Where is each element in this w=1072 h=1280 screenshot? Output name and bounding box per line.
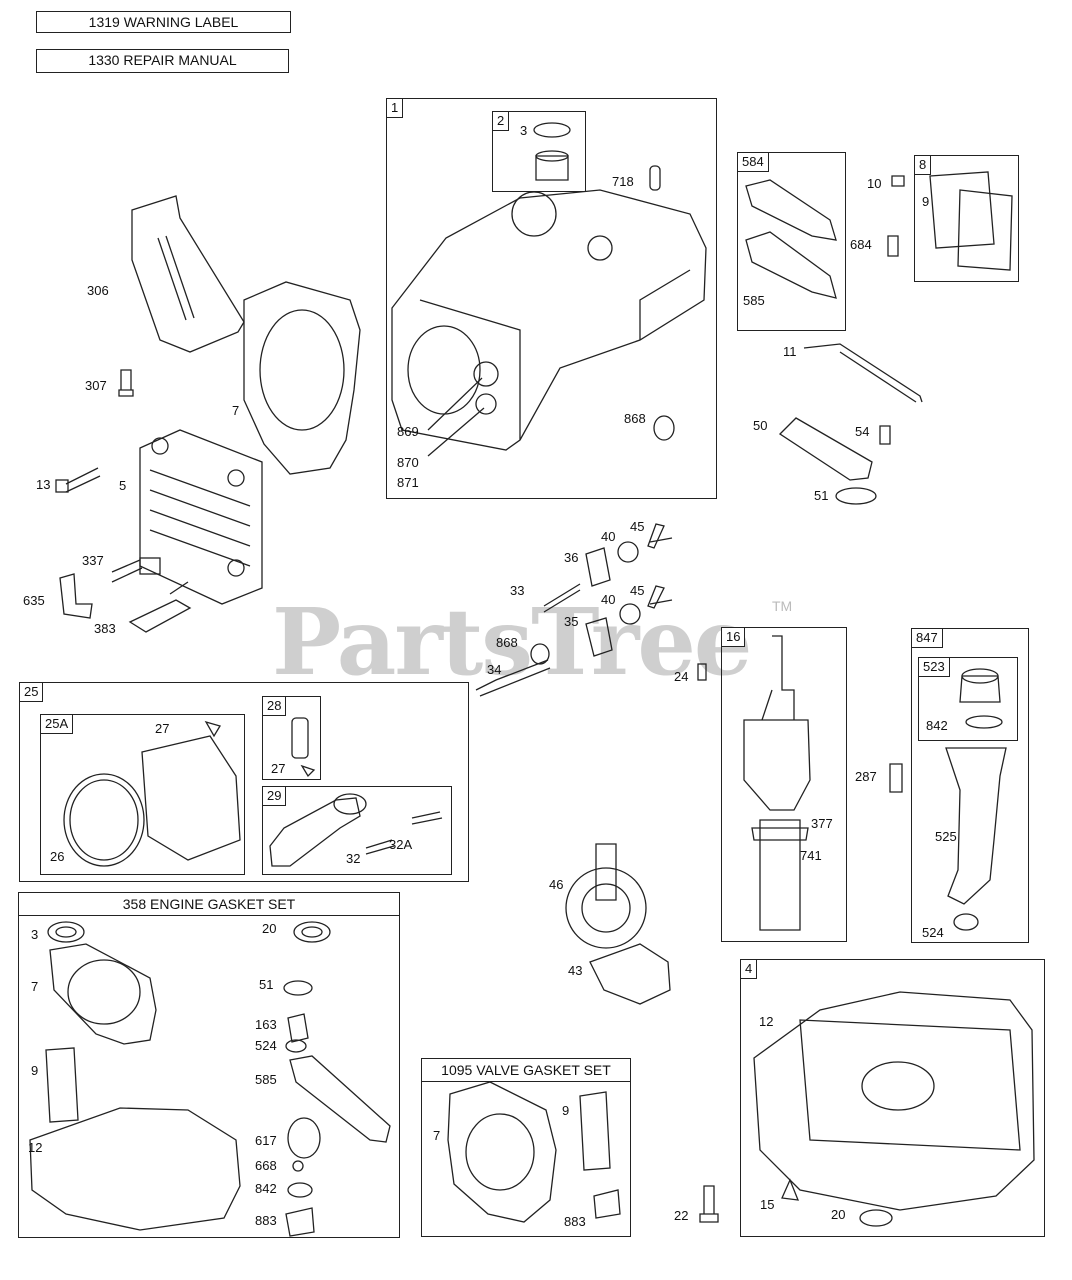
box-number-25: 25 — [19, 682, 44, 702]
part-label-9[interactable]: 9 — [922, 194, 930, 209]
part-label-383[interactable]: 383 — [94, 621, 116, 636]
part-label-7[interactable]: 7 — [433, 1128, 441, 1143]
part-label-585[interactable]: 585 — [743, 293, 765, 308]
part-label-842[interactable]: 842 — [255, 1181, 277, 1196]
repair-manual-item[interactable]: 1330 REPAIR MANUAL — [36, 49, 289, 73]
part-label-32[interactable]: 32 — [346, 851, 361, 866]
part-label-617[interactable]: 617 — [255, 1133, 277, 1148]
box-number-16: 16 — [721, 627, 746, 647]
part-label-15[interactable]: 15 — [760, 1197, 775, 1212]
breather-gasket-box[interactable]: 584 — [737, 152, 846, 331]
box-number-25a: 25A — [40, 714, 74, 734]
part-label-337[interactable]: 337 — [82, 553, 104, 568]
part-label-50[interactable]: 50 — [753, 418, 768, 433]
part-label-12[interactable]: 12 — [759, 1014, 774, 1029]
part-label-9[interactable]: 9 — [31, 1063, 39, 1078]
part-label-26[interactable]: 26 — [50, 849, 65, 864]
piston-assembly-box[interactable]: 25 — [19, 682, 469, 882]
part-label-684[interactable]: 684 — [850, 237, 872, 252]
part-label-635[interactable]: 635 — [23, 593, 45, 608]
part-label-32a[interactable]: 32A — [389, 837, 413, 852]
part-label-871[interactable]: 871 — [397, 475, 419, 490]
part-label-54[interactable]: 54 — [855, 424, 870, 439]
part-label-12[interactable]: 12 — [28, 1140, 43, 1155]
part-label-27[interactable]: 27 — [155, 721, 170, 736]
crankcase-box[interactable]: 1 — [386, 98, 717, 499]
part-label-883[interactable]: 883 — [255, 1213, 277, 1228]
part-label-307[interactable]: 307 — [85, 378, 107, 393]
part-label-45[interactable]: 45 — [630, 519, 645, 534]
part-label-13[interactable]: 13 — [36, 477, 51, 492]
part-label-668[interactable]: 668 — [255, 1158, 277, 1173]
part-label-20[interactable]: 20 — [831, 1207, 846, 1222]
partstree-watermark: PartsTree — [272, 588, 752, 696]
part-label-869[interactable]: 869 — [397, 424, 419, 439]
part-label-35[interactable]: 35 — [564, 614, 579, 629]
warning-label-item[interactable]: 1319 WARNING LABEL — [36, 11, 291, 33]
part-label-842[interactable]: 842 — [926, 718, 948, 733]
part-label-585[interactable]: 585 — [255, 1072, 277, 1087]
box-number-4: 4 — [740, 959, 758, 979]
part-label-5[interactable]: 5 — [119, 478, 127, 493]
piston-pin-box[interactable]: 28 — [262, 696, 321, 780]
part-label-51[interactable]: 51 — [259, 977, 274, 992]
piston-box[interactable]: 25A — [40, 714, 245, 875]
box-number-8: 8 — [914, 155, 932, 175]
part-label-287[interactable]: 287 — [855, 769, 877, 784]
part-label-34[interactable]: 34 — [487, 662, 502, 677]
part-label-868[interactable]: 868 — [624, 411, 646, 426]
part-label-870[interactable]: 870 — [397, 455, 419, 470]
box-number-2: 2 — [492, 111, 510, 131]
bearing-box[interactable]: 2 — [492, 111, 586, 192]
box-number-29: 29 — [262, 786, 287, 806]
part-label-868[interactable]: 868 — [496, 635, 518, 650]
box-number-523: 523 — [918, 657, 950, 677]
part-label-3[interactable]: 3 — [520, 123, 528, 138]
part-label-306[interactable]: 306 — [87, 283, 109, 298]
part-label-43[interactable]: 43 — [568, 963, 583, 978]
part-label-10[interactable]: 10 — [867, 176, 882, 191]
dipstick-tube-box[interactable]: 847 — [911, 628, 1029, 943]
part-label-22[interactable]: 22 — [674, 1208, 689, 1223]
part-label-718[interactable]: 718 — [612, 174, 634, 189]
part-label-40[interactable]: 40 — [601, 529, 616, 544]
part-label-3[interactable]: 3 — [31, 927, 39, 942]
part-label-524[interactable]: 524 — [255, 1038, 277, 1053]
part-label-36[interactable]: 36 — [564, 550, 579, 565]
part-label-883[interactable]: 883 — [564, 1214, 586, 1229]
part-label-46[interactable]: 46 — [549, 877, 564, 892]
part-label-377[interactable]: 377 — [811, 816, 833, 831]
box-number-1: 1 — [386, 98, 404, 118]
box-number-584: 584 — [737, 152, 769, 172]
box-number-28: 28 — [262, 696, 287, 716]
box-number-847: 847 — [911, 628, 943, 648]
part-label-525[interactable]: 525 — [935, 829, 957, 844]
trademark-symbol: TM — [772, 598, 793, 614]
part-label-20[interactable]: 20 — [262, 921, 277, 936]
part-label-7[interactable]: 7 — [232, 403, 240, 418]
part-label-7[interactable]: 7 — [31, 979, 39, 994]
part-label-11[interactable]: 11 — [783, 344, 797, 359]
valve-gasket-set-box[interactable]: 1095 VALVE GASKET SET — [421, 1058, 631, 1237]
part-label-24[interactable]: 24 — [674, 669, 689, 684]
engine-gasket-set-box[interactable]: 358 ENGINE GASKET SET — [18, 892, 400, 1238]
sump-box[interactable]: 4 — [740, 959, 1045, 1237]
breather-cover-box[interactable]: 8 — [914, 155, 1019, 282]
engine-gasket-set-title: 358 ENGINE GASKET SET — [19, 893, 399, 916]
part-label-524[interactable]: 524 — [922, 925, 944, 940]
part-label-51[interactable]: 51 — [814, 488, 829, 503]
part-label-163[interactable]: 163 — [255, 1017, 277, 1032]
part-label-45[interactable]: 45 — [630, 583, 645, 598]
part-label-741[interactable]: 741 — [800, 848, 822, 863]
part-label-40[interactable]: 40 — [601, 592, 616, 607]
part-label-9[interactable]: 9 — [562, 1103, 570, 1118]
part-label-27[interactable]: 27 — [271, 761, 286, 776]
dipstick-box[interactable]: 523 — [918, 657, 1018, 741]
valve-gasket-set-title: 1095 VALVE GASKET SET — [422, 1059, 630, 1082]
connecting-rod-box[interactable]: 29 — [262, 786, 452, 875]
part-label-33[interactable]: 33 — [510, 583, 525, 598]
crankshaft-box[interactable]: 16 — [721, 627, 847, 942]
